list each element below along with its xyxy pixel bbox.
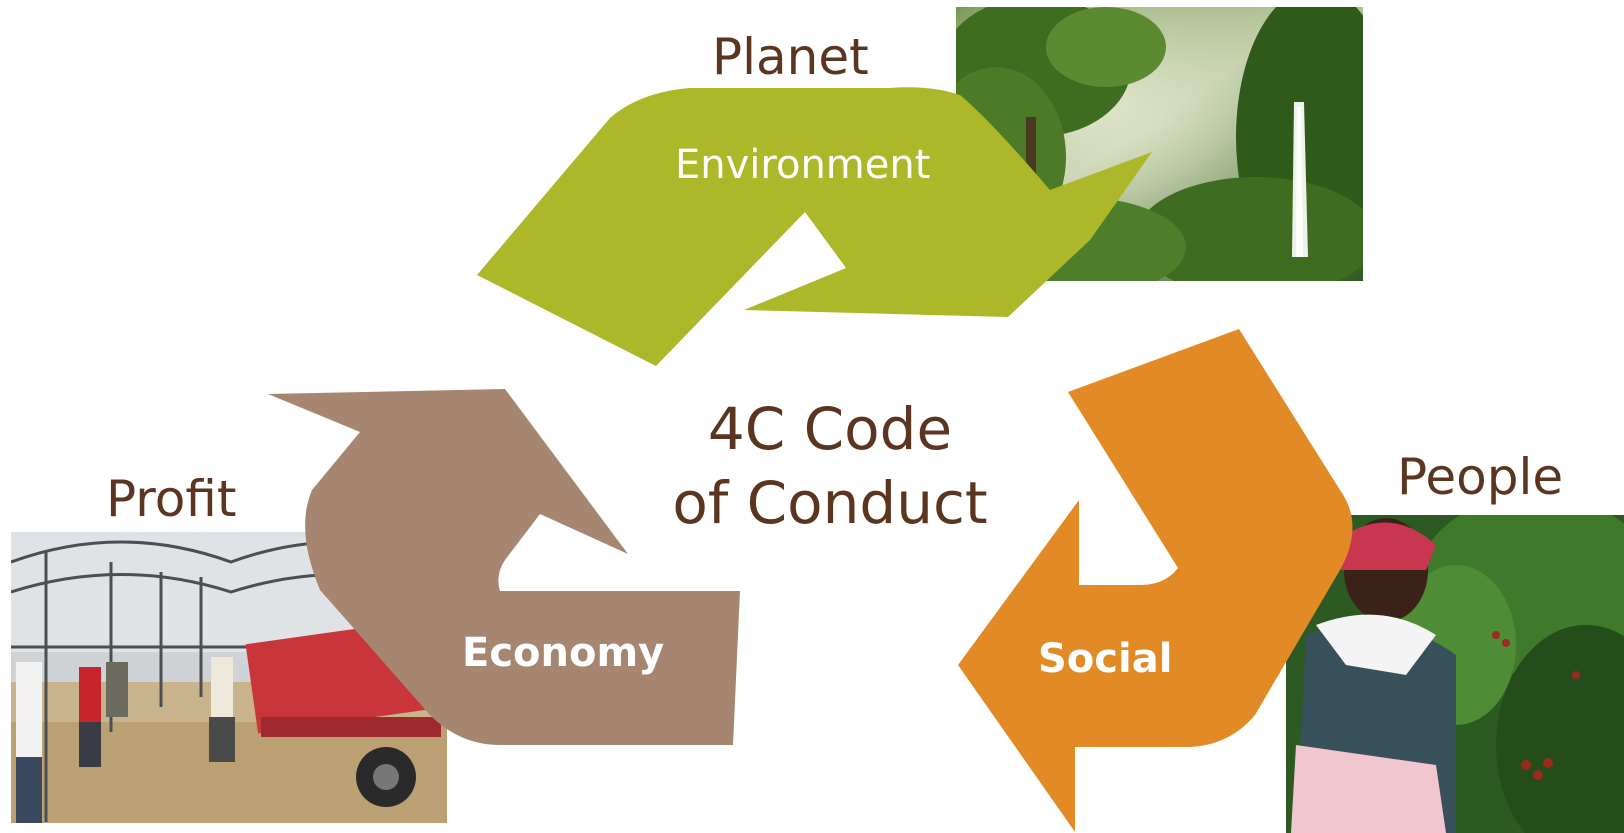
social-arrow-shape	[958, 329, 1353, 832]
economy-arrow-shape	[268, 389, 740, 745]
diagram-title-line2: of Conduct	[672, 469, 988, 537]
diagram-title-line1: 4C Code	[707, 395, 953, 463]
profit-label: Profit	[106, 470, 237, 528]
environment-arrow-shape	[477, 87, 1152, 367]
environment-arrow-label: Environment	[675, 142, 931, 188]
people-label: People	[1397, 448, 1564, 506]
social-arrow-label: Social	[1038, 636, 1173, 682]
diagram-title: 4C Code of Conduct	[640, 392, 1020, 540]
planet-label: Planet	[712, 28, 869, 86]
coffee-picker-photo	[1286, 515, 1624, 833]
economy-arrow-label: Economy	[462, 630, 665, 676]
